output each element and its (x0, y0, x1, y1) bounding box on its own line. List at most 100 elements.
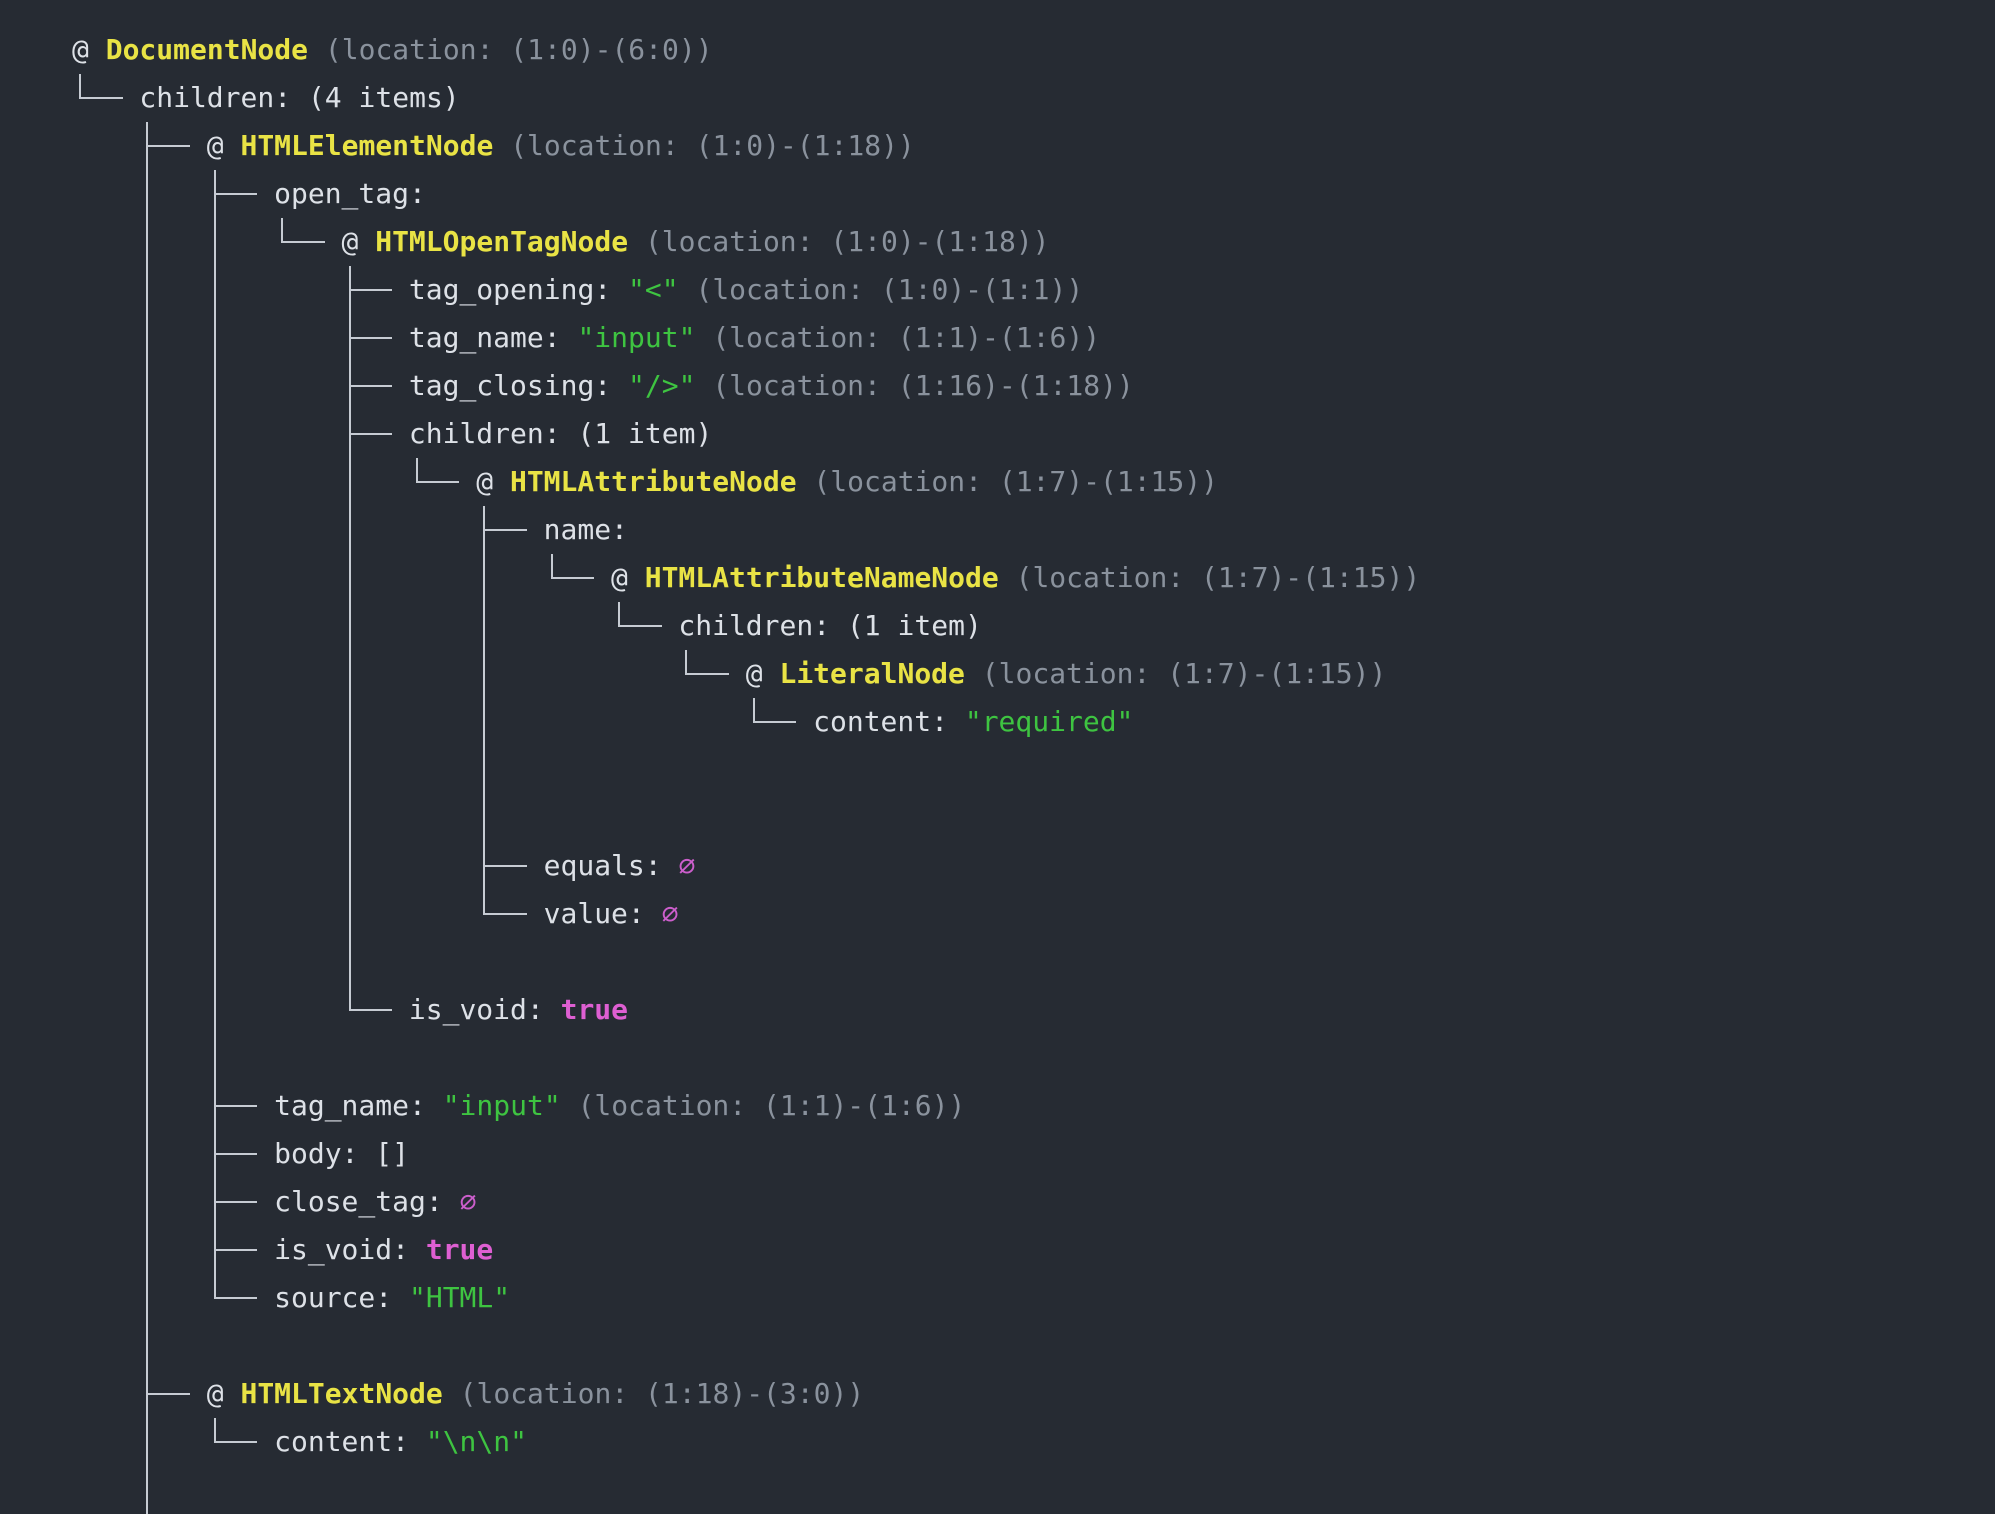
tree-spacer (510, 650, 527, 698)
tree-spacer (224, 746, 241, 794)
tree-spacer (426, 842, 443, 890)
string-value: "HTML" (408, 1281, 511, 1314)
node-type-name: HTMLAttributeNode (509, 465, 797, 498)
tree-spacer (392, 362, 409, 410)
string-value: "<" (628, 273, 679, 306)
tree-connector (139, 1226, 156, 1274)
tree-spacer (106, 122, 123, 170)
tree-spacer (257, 506, 274, 554)
tree-spacer (392, 746, 409, 794)
tree-connector (207, 986, 224, 1034)
tree-spacer (173, 554, 190, 602)
tree-spacer (173, 266, 190, 314)
tree-spacer (224, 554, 241, 602)
tree-spacer (224, 410, 241, 458)
tree-spacer (156, 650, 173, 698)
tree-connector (139, 650, 156, 698)
tree-spacer (308, 746, 325, 794)
field-label: source: (274, 1281, 409, 1314)
tree-spacer (274, 506, 291, 554)
tree-spacer (106, 506, 123, 554)
tree-spacer (173, 218, 190, 266)
tree-spacer (459, 554, 476, 602)
tree-spacer (291, 650, 308, 698)
tree-spacer (89, 1274, 106, 1322)
tree-connector (105, 74, 123, 122)
tree-connector (139, 602, 156, 650)
tree-spacer (325, 218, 342, 266)
tree-connector (173, 122, 190, 170)
tree-connector (139, 1130, 156, 1178)
tree-spacer (426, 794, 443, 842)
ast-tree: @ DocumentNode (location: (1:0)-(6:0))ch… (72, 26, 1995, 1514)
tree-connector (223, 1130, 241, 1178)
node-type-name: HTMLElementNode (240, 129, 494, 162)
tree-spacer (72, 890, 89, 938)
field-label: value: (543, 897, 662, 930)
tree-spacer (291, 986, 308, 1034)
tree-connector (240, 1130, 258, 1178)
tree-spacer (443, 650, 460, 698)
tree-connector (375, 314, 392, 362)
tree-connector (156, 1370, 173, 1418)
tree-spacer (240, 842, 257, 890)
tree-spacer (645, 698, 662, 746)
tree-spacer (560, 602, 577, 650)
tree-spacer (257, 938, 274, 986)
tree-spacer (493, 698, 510, 746)
tree-spacer (459, 746, 476, 794)
tree-connector (342, 602, 359, 650)
field-label: tag_name: (408, 321, 578, 354)
field-label: @ (206, 129, 241, 162)
ast-line: children: (4 items) (72, 74, 1995, 122)
string-value: "\n\n" (425, 1425, 527, 1458)
tree-spacer (190, 1082, 207, 1130)
tree-spacer (173, 410, 190, 458)
tree-spacer (123, 938, 140, 986)
tree-spacer (190, 266, 207, 314)
tree-connector (207, 1082, 224, 1130)
tree-spacer (123, 746, 140, 794)
tree-connector (476, 506, 493, 554)
tree-spacer (409, 650, 426, 698)
null-value: ∅ (459, 1185, 477, 1218)
tree-spacer (72, 938, 89, 986)
tree-spacer (392, 794, 409, 842)
field-label: @ (206, 1377, 241, 1410)
tree-spacer (173, 314, 190, 362)
ast-line: value: ∅ (72, 890, 1995, 938)
ast-line: @ HTMLElementNode (location: (1:0)-(1:18… (72, 122, 1995, 170)
tree-spacer (358, 506, 375, 554)
tree-connector (207, 362, 224, 410)
tree-spacer (459, 842, 476, 890)
tree-connector (678, 650, 696, 698)
tree-connector (509, 890, 527, 938)
location-text: (location: (1:1)-(1:6)) (560, 1089, 966, 1122)
tree-spacer (106, 746, 123, 794)
tree-spacer (173, 506, 190, 554)
tree-spacer (308, 458, 325, 506)
tree-connector (342, 746, 359, 794)
tree-spacer (123, 1226, 140, 1274)
tree-connector (493, 890, 510, 938)
tree-spacer (560, 698, 577, 746)
tree-spacer (240, 602, 257, 650)
tree-connector (156, 122, 173, 170)
tree-connector (139, 986, 156, 1034)
location-text: (location: (1:0)-(1:18)) (493, 129, 915, 162)
tree-spacer (190, 362, 207, 410)
tree-connector (207, 698, 224, 746)
tree-spacer (240, 506, 257, 554)
tree-spacer (89, 986, 106, 1034)
tree-spacer (274, 938, 291, 986)
tree-spacer (291, 458, 308, 506)
tree-spacer (173, 986, 190, 1034)
tree-connector (207, 1226, 224, 1274)
tree-spacer (123, 170, 140, 218)
location-text: (location: (1:0)-(1:1)) (678, 273, 1084, 306)
tree-spacer (72, 1226, 89, 1274)
field-label: children: (1 item) (408, 417, 713, 450)
tree-connector (509, 842, 527, 890)
tree-spacer (325, 698, 342, 746)
tree-spacer (611, 698, 628, 746)
